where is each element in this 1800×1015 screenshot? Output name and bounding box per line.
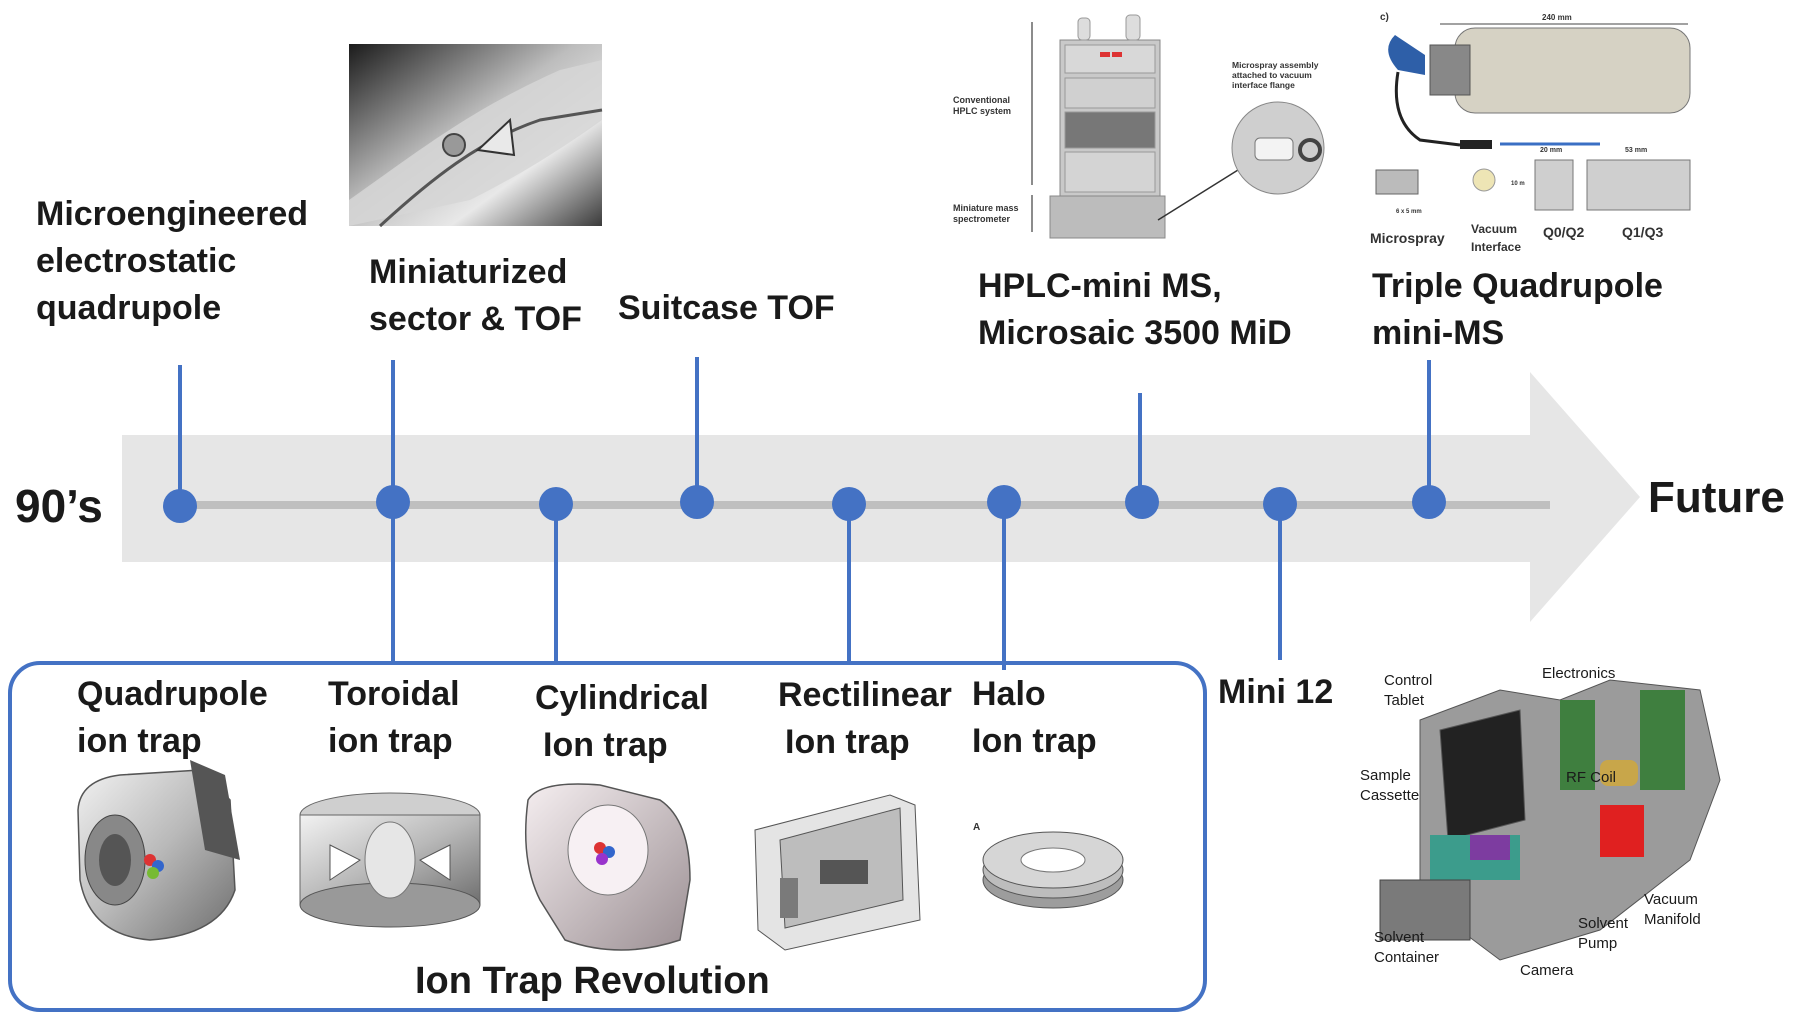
- label-hplc-mini-ms: HPLC-mini MS, Microsaic 3500 MiD: [978, 267, 1292, 352]
- label-rectilinear-ion-trap: Rectilinear Ion trap: [778, 676, 961, 761]
- tq-scale-20: 20 mm: [1540, 147, 1562, 154]
- photo-hplc-mini-ms: Conventional HPLC system Miniature mass …: [952, 5, 1327, 250]
- tq-scale-10: 10 m: [1511, 181, 1525, 187]
- label-miniaturized-sector-tof: Miniaturized sector & TOF: [369, 253, 582, 338]
- hplc-miniature-label: Miniature mass spectrometer: [953, 203, 1021, 224]
- end-label: Future: [1648, 473, 1785, 522]
- label-quadrupole-ion-trap: Quadrupole ion trap: [77, 675, 277, 760]
- mini12-camera-label: Camera: [1520, 962, 1574, 979]
- dot-1: [163, 489, 197, 523]
- connectors-bottom: [391, 502, 1282, 670]
- connectors-top: [178, 357, 1431, 505]
- dot-7: [1125, 485, 1159, 519]
- start-label: 90’s: [15, 480, 103, 532]
- tq-q1q3-label: Q1/Q3: [1622, 224, 1663, 240]
- tq-scale-6x5: 6 x 5 mm: [1396, 209, 1422, 215]
- mini12-rf-coil-label: RF Coil: [1566, 769, 1616, 786]
- label-halo-ion-trap: Halo Ion trap: [972, 675, 1097, 760]
- image-mini-12: Control Tablet Electronics Sample Casset…: [1356, 640, 1746, 985]
- timeline-dots: [163, 485, 1446, 523]
- mini12-vacuum-manifold-label: Vacuum Manifold: [1644, 891, 1702, 928]
- mini12-electronics-label: Electronics: [1542, 665, 1615, 682]
- label-mini-12: Mini 12: [1218, 673, 1333, 711]
- image-rectilinear-ion-trap: [754, 794, 921, 951]
- dot-9: [1412, 485, 1446, 519]
- tq-scale-top: 240 mm: [1542, 13, 1572, 22]
- hplc-conventional-label: Conventional HPLC system: [953, 95, 1013, 116]
- mini12-solvent-container-label: Solvent Container: [1374, 929, 1439, 966]
- tq-microspray-label: Microspray: [1370, 230, 1445, 246]
- dot-5: [832, 487, 866, 521]
- mini12-control-tablet-label: Control Tablet: [1384, 672, 1437, 709]
- dot-8: [1263, 487, 1297, 521]
- halo-panel-letter: A: [973, 822, 980, 833]
- image-halo-ion-trap: A: [973, 822, 1124, 909]
- tq-scale-53: 53 mm: [1625, 147, 1647, 154]
- image-cylindrical-ion-trap: [524, 783, 691, 951]
- dot-6: [987, 485, 1021, 519]
- ion-trap-group-title: Ion Trap Revolution: [415, 960, 770, 1002]
- label-microengineered-quadrupole: Microengineered electrostatic quadrupole: [36, 195, 318, 327]
- label-cylindrical-ion-trap: Cylindrical Ion trap: [535, 679, 718, 764]
- label-triple-quadrupole: Triple Quadrupole mini-MS: [1372, 267, 1672, 352]
- tq-vacuum-interface-label: Vacuum Interface: [1471, 222, 1521, 254]
- label-toroidal-ion-trap: Toroidal ion trap: [328, 675, 469, 760]
- hplc-microspray-label: Microspray assembly attached to vacuum i…: [1232, 60, 1321, 90]
- photo-triple-quadrupole: c) 240 mm 20 mm 53 mm 10 m 6 x 5 mm Micr…: [1370, 12, 1691, 254]
- dot-4: [680, 485, 714, 519]
- label-suitcase-tof: Suitcase TOF: [618, 289, 835, 327]
- ion-trap-group-box: [8, 661, 1207, 1012]
- timeline-arrow: [122, 372, 1640, 622]
- mini12-sample-cassette-label: Sample Cassette: [1360, 767, 1419, 804]
- tq-q0q2-label: Q0/Q2: [1543, 224, 1584, 240]
- dot-3: [539, 487, 573, 521]
- image-quadrupole-ion-trap: [77, 760, 240, 941]
- mini12-solvent-pump-label: Solvent Pump: [1578, 915, 1632, 952]
- photo-hand-miniaturized-sector: [349, 44, 603, 228]
- dot-2: [376, 485, 410, 519]
- image-toroidal-ion-trap: [299, 792, 481, 928]
- tq-panel-letter: c): [1380, 12, 1389, 23]
